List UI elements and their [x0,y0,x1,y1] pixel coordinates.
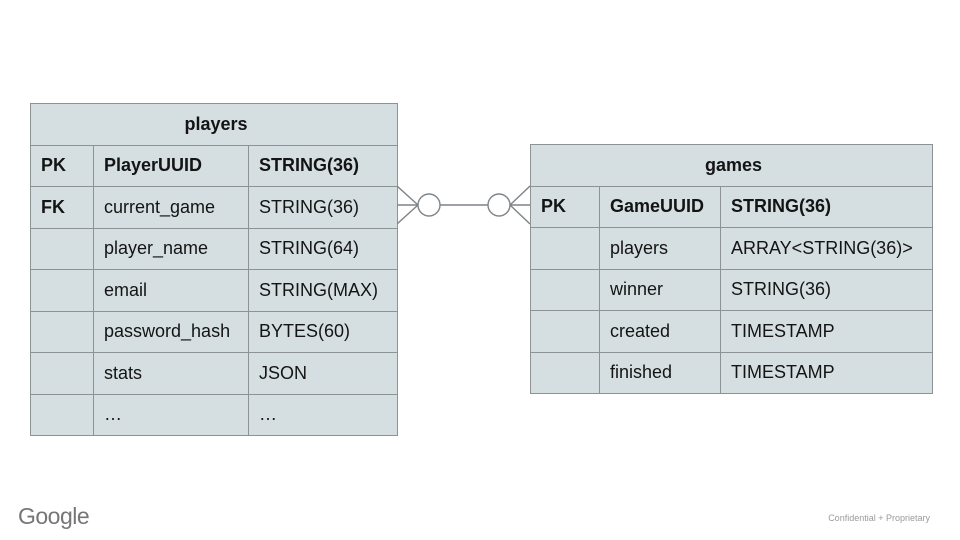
games-key-cell [530,227,600,270]
games-table-title: games [529,144,934,187]
players-name-cell: password_hash [93,310,249,353]
players-name-cell: PlayerUUID [93,144,249,187]
players-name-cell: stats [93,352,249,395]
relationship-connector [397,185,530,225]
players-type-cell: JSON [247,352,399,395]
games-key-cell: PK [530,185,600,228]
games-name-cell: created [599,310,721,353]
zero-circle-left-icon [417,193,441,217]
players-key-cell [30,393,94,436]
games-type-cell: STRING(36) [719,185,934,228]
players-row-6: …… [30,393,399,436]
games-key-cell [530,268,600,311]
players-type-cell: BYTES(60) [247,310,399,353]
games-name-cell: GameUUID [599,185,721,228]
players-key-cell [30,227,94,270]
players-key-cell [30,269,94,312]
games-table-header-row: games [529,144,934,187]
players-name-cell: … [93,393,249,436]
players-type-cell: STRING(36) [247,144,399,187]
players-name-cell: player_name [93,227,249,270]
google-logo: Google [18,503,90,529]
players-table-header-row: players [29,103,399,146]
players-table-title: players [29,103,399,146]
players-name-cell: current_game [93,186,249,229]
crow-foot-left-icon [397,185,419,225]
games-name-cell: winner [599,268,721,311]
players-name-cell: email [93,269,249,312]
players-type-cell: STRING(MAX) [247,269,399,312]
games-key-cell [530,310,600,353]
players-key-cell [30,310,94,353]
crow-foot-right-icon [509,185,530,225]
players-key-cell: PK [30,144,94,187]
zero-circle-right-icon [487,193,511,217]
players-type-cell: STRING(36) [247,186,399,229]
games-key-cell [530,351,600,394]
games-type-cell: TIMESTAMP [719,351,934,394]
players-type-cell: STRING(64) [247,227,399,270]
games-name-cell: finished [599,351,721,394]
games-name-cell: players [599,227,721,270]
confidential-footer-note: Confidential + Proprietary [828,513,930,523]
games-type-cell: TIMESTAMP [719,310,934,353]
players-key-cell [30,352,94,395]
games-type-cell: ARRAY<STRING(36)> [719,227,934,270]
players-type-cell: … [247,393,399,436]
games-type-cell: STRING(36) [719,268,934,311]
players-key-cell: FK [30,186,94,229]
